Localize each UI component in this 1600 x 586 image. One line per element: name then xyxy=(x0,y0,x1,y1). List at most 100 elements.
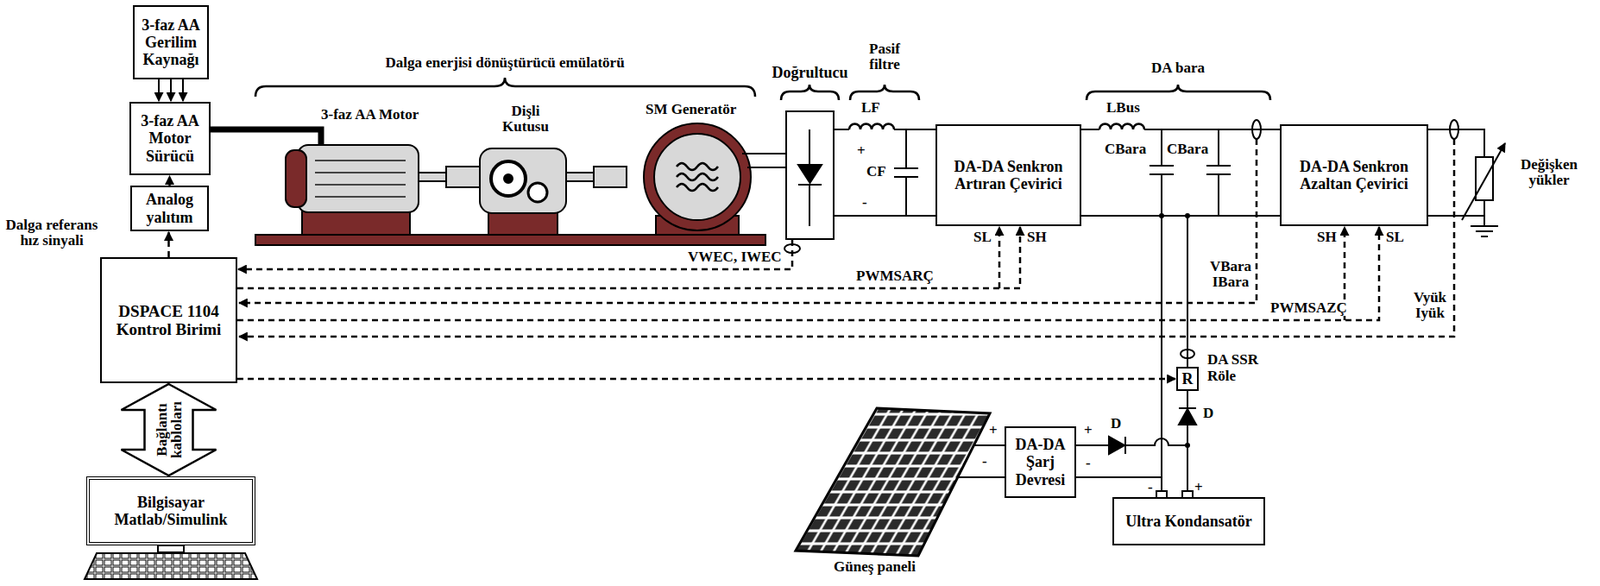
part-label: Değişken yükler xyxy=(1510,157,1588,189)
supply-arrows xyxy=(157,79,160,101)
gearbox xyxy=(479,148,567,214)
polarity-mark: + xyxy=(988,422,998,439)
sense-lines xyxy=(239,138,1257,303)
node-text: 3-faz AA Gerilim Kaynağı xyxy=(139,16,202,69)
switch-label: SL xyxy=(973,229,992,246)
rectifier-diode xyxy=(798,129,822,227)
group-brackets xyxy=(781,84,839,101)
switch-label: SL xyxy=(1385,229,1405,246)
part-label: Dişli Kutusu xyxy=(488,103,563,135)
rectifier-diode xyxy=(798,129,822,227)
ac-motor xyxy=(285,150,307,208)
component-label: LBus xyxy=(1106,100,1141,116)
inductors xyxy=(849,124,895,131)
base-plate xyxy=(255,234,766,246)
sense-lines xyxy=(239,119,1459,337)
node-text: DSPACE 1104 Kontrol Birimi xyxy=(107,302,231,340)
node-text: Ultra Kondansatör xyxy=(1125,512,1253,530)
edge-label: Bağlantı kabloları xyxy=(154,391,184,468)
gearbox xyxy=(593,166,627,188)
edge-label: PWMSARÇ xyxy=(854,268,936,284)
ac-motor xyxy=(418,172,447,182)
connector xyxy=(237,377,1176,381)
group-brackets xyxy=(255,77,756,97)
polarity-mark: + xyxy=(1083,422,1093,439)
gearbox xyxy=(528,182,548,202)
computer-hardware xyxy=(157,545,184,553)
component-label: CF xyxy=(866,163,887,180)
part-label: 3-faz AA Motor xyxy=(321,107,419,123)
connector xyxy=(1076,477,1162,498)
signal-label: Vyük Iyük xyxy=(1410,289,1450,322)
node-text: R xyxy=(1182,370,1194,388)
charge-wires xyxy=(1108,436,1125,454)
solar-panel xyxy=(795,408,990,556)
inductors xyxy=(849,120,895,131)
ac-motor xyxy=(314,160,406,197)
rectifier-diode xyxy=(798,164,822,183)
switch-label: SH xyxy=(1316,229,1337,246)
driver-box: 3-faz AA Motor Sürücü xyxy=(129,101,211,176)
node-text: Doğrultucu xyxy=(771,63,848,82)
part-label: SM Generatör xyxy=(645,101,737,118)
sense-lines xyxy=(1449,119,1459,139)
ac-motor xyxy=(285,144,480,235)
polarity-mark: + xyxy=(1194,479,1204,496)
computer-screen: Bilgisayar Matlab/Simulink xyxy=(86,476,256,546)
sense-lines xyxy=(239,138,1455,337)
group-label: Pasif filtre xyxy=(858,41,911,73)
polarity-mark: - xyxy=(862,195,868,211)
ac-motor xyxy=(297,144,419,213)
part-label: Güneş paneli xyxy=(833,559,916,575)
group-label: DA bara xyxy=(1126,60,1230,76)
ac-motor xyxy=(446,166,480,188)
gearbox xyxy=(479,148,627,235)
charge-wires xyxy=(1124,436,1127,454)
variable-load xyxy=(1461,143,1506,221)
junction-dots xyxy=(1159,213,1165,219)
node-text: DA SSR Röle xyxy=(1207,351,1272,385)
sense-lines xyxy=(998,226,1002,289)
sm-generator xyxy=(676,163,719,191)
computer-hardware xyxy=(84,545,258,580)
connector xyxy=(237,226,1380,321)
relay-box: RDA SSR Röle xyxy=(1176,366,1199,391)
motor-cable xyxy=(210,129,322,145)
polarity-mark: - xyxy=(1085,455,1091,472)
edge-label: PWMSAZÇ xyxy=(1268,300,1349,316)
node-text: Analog yalıtım xyxy=(137,190,202,226)
charge-wires xyxy=(957,408,1197,498)
component-label: CBara xyxy=(1166,141,1209,158)
source-box: 3-faz AA Gerilim Kaynağı xyxy=(132,5,209,80)
controller-box: DSPACE 1104 Kontrol Birimi xyxy=(100,257,238,384)
charge-wires xyxy=(1178,407,1197,410)
connector xyxy=(168,176,171,186)
variable-load xyxy=(1428,129,1506,237)
supply-arrows xyxy=(158,79,183,101)
node-text: DA-DA Senkron Azaltan Çevirici xyxy=(1286,157,1422,193)
gearbox xyxy=(566,172,594,182)
isolation-box: Analog yalıtım xyxy=(130,185,209,232)
charge-wires xyxy=(1178,409,1197,425)
variable-load xyxy=(1428,129,1499,237)
sm-generator xyxy=(643,123,751,231)
charger-box: DA-DA Şarj Devresi xyxy=(1004,426,1077,498)
sm-generator xyxy=(654,133,741,221)
diode-label: D xyxy=(1203,405,1214,422)
gearbox xyxy=(491,161,526,196)
base-plate xyxy=(255,234,766,246)
rectifier-box: Doğrultucu xyxy=(785,110,835,240)
ultracap-box: Ultra Kondansatör xyxy=(1112,497,1266,546)
junction-dots xyxy=(1184,213,1191,219)
filter-and-bus-wires xyxy=(1186,215,1189,367)
node-text: Bilgisayar Matlab/Simulink xyxy=(94,493,247,529)
group-brackets xyxy=(850,84,920,101)
generator-wires xyxy=(784,244,800,253)
group-brackets xyxy=(1086,84,1271,101)
converter-box: DA-DA Senkron Artıran Çevirici xyxy=(935,124,1082,227)
connector xyxy=(237,226,1021,289)
group-label: Dalga enerjisi dönüştürücü emülatörü xyxy=(332,55,678,71)
polarity-mark: + xyxy=(856,143,866,159)
converter-box: DA-DA Senkron Azaltan Çevirici xyxy=(1279,124,1429,227)
inductors xyxy=(1099,120,1145,131)
